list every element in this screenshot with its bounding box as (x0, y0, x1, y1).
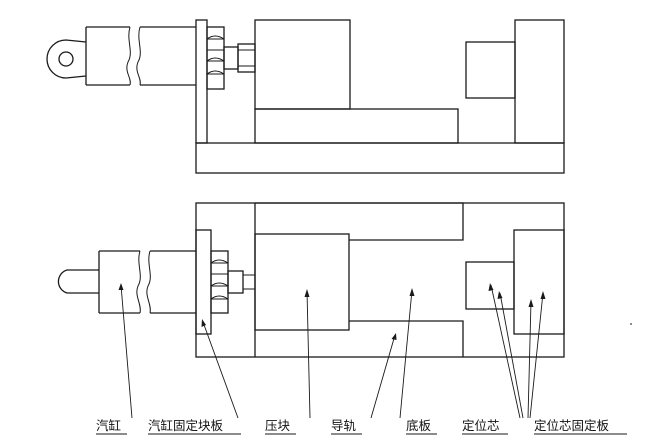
plan-rail-top (255, 202, 464, 241)
arrow-locating-core-plate-b (528, 299, 534, 307)
arrow-locating-core-plate-a (540, 291, 546, 299)
label-locating-core-fixing-plate: 定位芯固定板 (534, 418, 610, 433)
label-guide-rail: 导轨 (331, 418, 357, 433)
arrow-base-plate (409, 288, 415, 296)
arrow-cylinder (118, 283, 124, 290)
arrow-guide-rail (391, 333, 397, 340)
front-view (46, 19, 565, 174)
arrow-cylinder-fixing (201, 319, 206, 327)
front-cylinder-fixing-plate (195, 19, 208, 144)
label-cylinder-fixing-block: 汽缸固定块板 (148, 418, 224, 433)
label-base-plate: 底板 (406, 418, 432, 433)
leader-guide-rail (370, 334, 396, 419)
front-locating-core-plate (514, 19, 565, 144)
front-guide-rail (254, 108, 459, 144)
arrow-press-block (304, 289, 310, 297)
leader-locating-core-plate-b (527, 300, 532, 419)
arrow-locating-core-b (497, 291, 503, 299)
front-base-plate (195, 142, 565, 174)
leader-base-plate (399, 289, 413, 419)
label-locating-core: 定位芯 (462, 418, 500, 433)
plan-nut (210, 250, 255, 314)
leader-lines (118, 283, 546, 419)
plan-view (57, 202, 632, 358)
plan-press-block (254, 233, 350, 331)
front-press-block (254, 19, 351, 110)
plan-base-plate (195, 202, 565, 358)
plan-cylinder-fixing-plate (195, 229, 212, 335)
plan-rail-bottom (349, 320, 464, 357)
front-cylinder (46, 26, 196, 86)
labels: 汽缸 汽缸固定块板 压块 导轨 底板 定位芯 定位芯固定板 (96, 418, 627, 435)
plan-cylinder (57, 250, 196, 314)
leader-locating-core-plate-a (529, 292, 544, 419)
label-press-block: 压块 (265, 418, 291, 433)
leader-cylinder (120, 284, 133, 419)
leader-locating-core-b (499, 292, 524, 419)
leader-press-block (306, 290, 311, 419)
leader-cylinder-fixing (202, 321, 239, 419)
plan-locating-core-plate (513, 229, 565, 335)
plan-locating-core (465, 261, 515, 310)
front-nut (206, 26, 256, 90)
arrow-locating-core-a (488, 283, 494, 291)
label-cylinder: 汽缸 (96, 418, 121, 433)
front-locating-core (465, 41, 516, 99)
leader-locating-core-a (490, 284, 521, 419)
